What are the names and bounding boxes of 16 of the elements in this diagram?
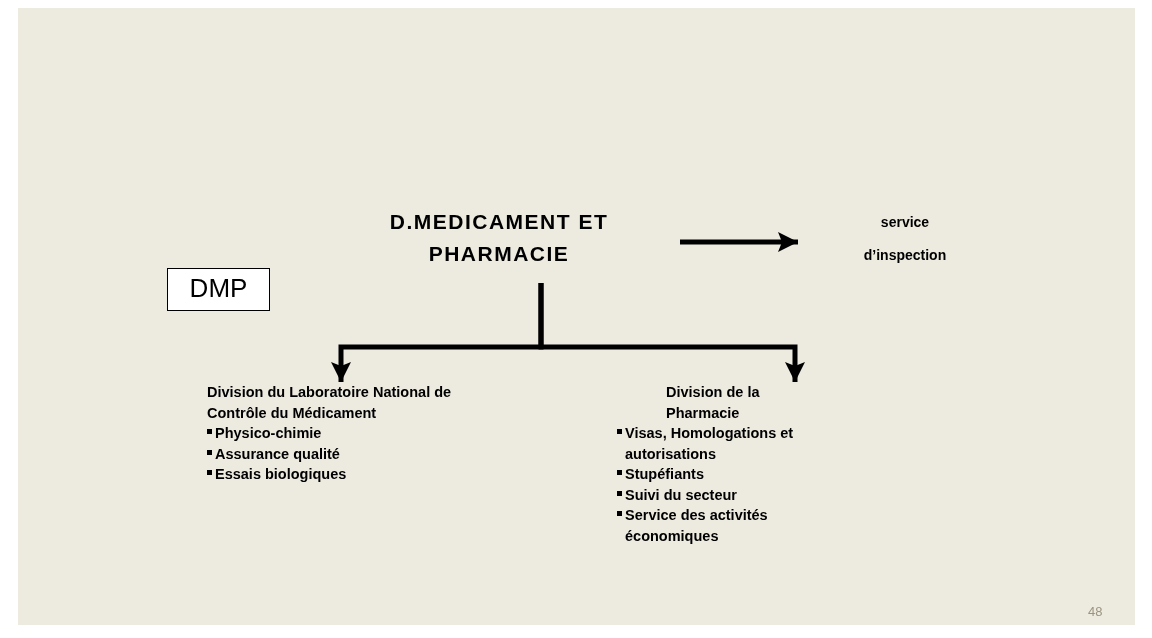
list-item: Service des activités économiques: [625, 506, 769, 546]
list-item: Stupéfiants: [625, 465, 704, 484]
list-item: Physico-chimie: [215, 424, 322, 443]
list-item: Visas, Homologations et autorisations: [625, 424, 795, 464]
connector-arrow: [538, 283, 805, 382]
list-item: Suivi du secteur: [625, 485, 737, 505]
unit-title: D.MEDICAMENT ET PHARMACIE: [388, 209, 610, 267]
page-number: 48: [1088, 604, 1103, 619]
acronym: DMP: [188, 273, 249, 304]
unit-title: service d’inspection: [862, 213, 948, 265]
division-title: Division de la Pharmacie: [665, 383, 761, 423]
list-item: Essais biologiques: [215, 465, 347, 484]
division-title: Division du Laboratoire National de Contrôle du Médicament: [207, 383, 452, 423]
acronym-box: [167, 268, 270, 311]
connector-arrow: [680, 232, 798, 252]
list-item: Assurance qualité: [215, 444, 340, 464]
